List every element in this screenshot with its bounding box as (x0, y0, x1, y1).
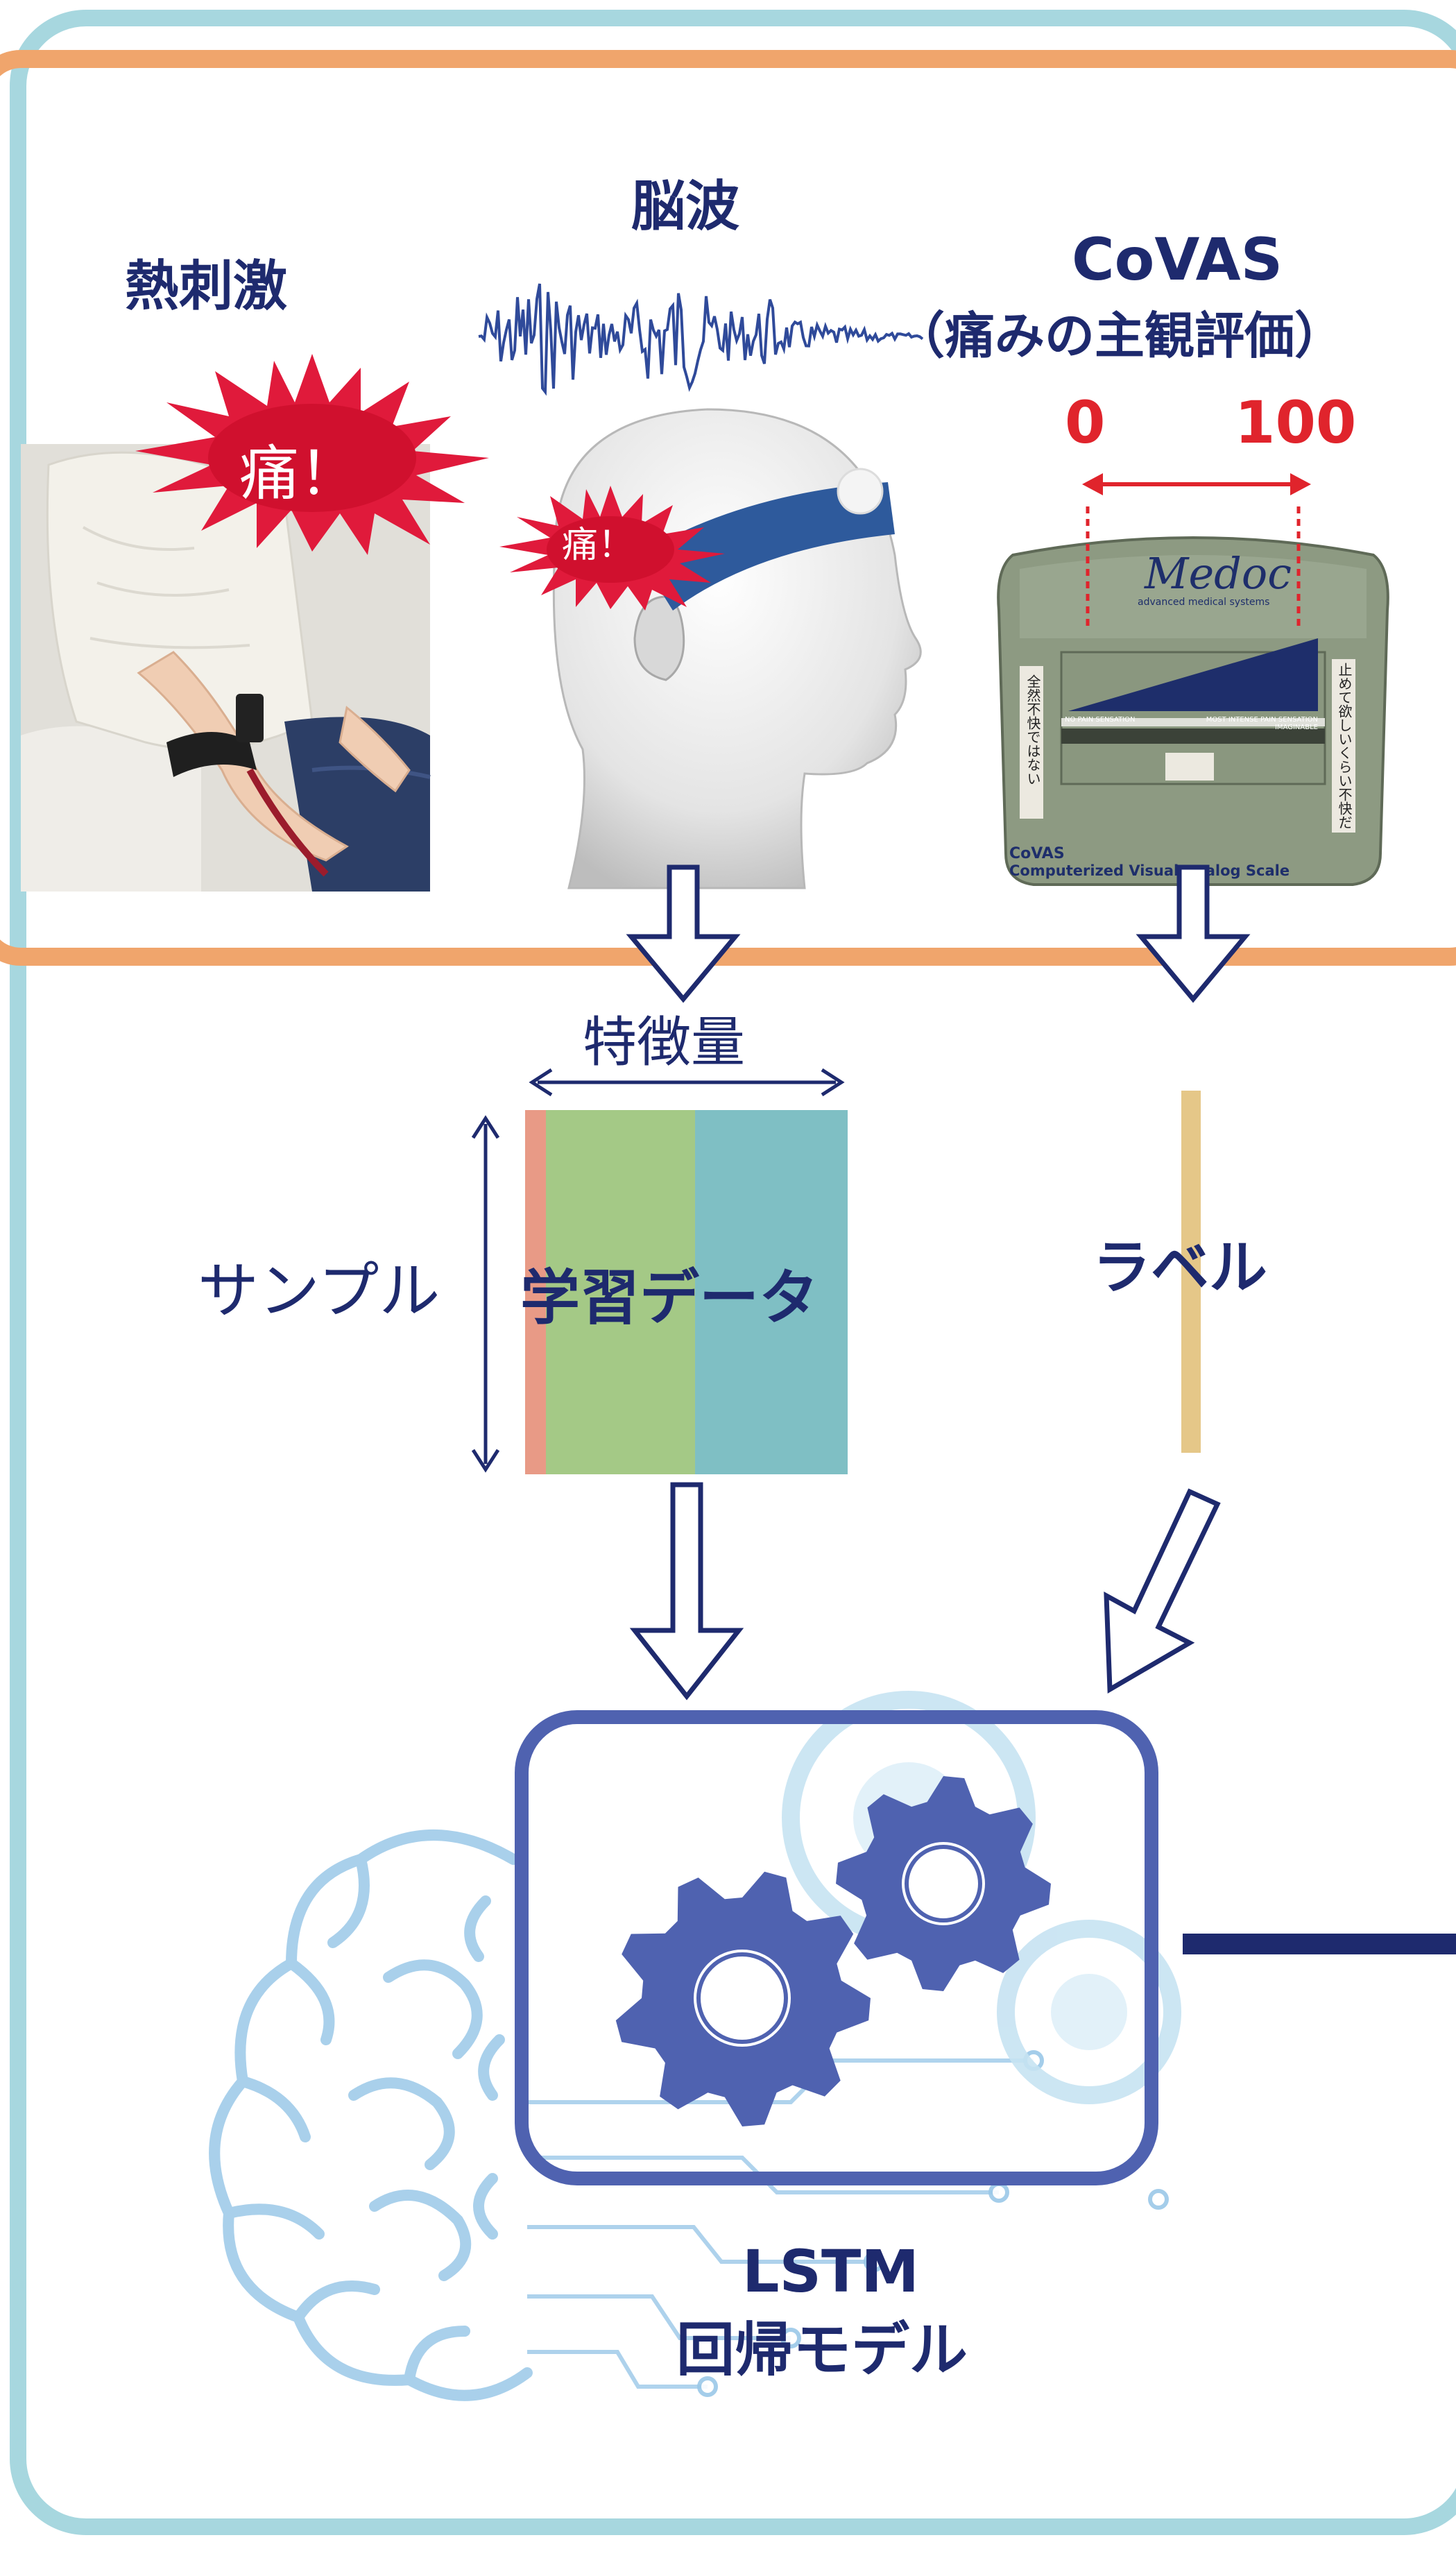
arrow-covas-to-label (1136, 864, 1251, 1003)
samples-height-arrow (471, 1115, 500, 1473)
model-box (515, 1710, 1158, 2185)
gear-large-icon (615, 1871, 871, 2126)
covas-device (997, 506, 1389, 886)
features-width-arrow (529, 1068, 845, 1097)
scale-range-arrow (1082, 473, 1311, 495)
device-left-sticker: 全然不快ではない (1025, 674, 1041, 785)
scale-min-label: 0 (1065, 389, 1106, 457)
pain-burst-large (135, 354, 489, 555)
eeg-title: 脳波 (631, 176, 740, 238)
gear-ring (694, 1950, 791, 2047)
outer-frame (10, 10, 1456, 2535)
scale-max-label: 100 (1235, 389, 1357, 457)
device-right-sticker: 止めて欲しいくらい不快だ (1336, 663, 1353, 829)
samples-label: サンプル (198, 1255, 440, 1327)
gear-hole (909, 1849, 978, 1918)
data-column-salmon (525, 1110, 546, 1474)
training-data-label: 学習データ (520, 1263, 819, 1333)
features-label: 特徴量 (583, 1012, 746, 1074)
model-name-line1: LSTM (742, 2237, 919, 2305)
label-text: ラベル (1093, 1234, 1268, 1302)
gear-hole (701, 1956, 784, 2040)
device-tagline: advanced medical systems (1138, 597, 1270, 608)
data-column-green (546, 1110, 695, 1474)
eeg-waveform (478, 283, 924, 396)
pain-burst-label: 痛！ (239, 439, 359, 509)
model-name-line2: 回帰モデル (676, 2316, 968, 2384)
device-brand: Medoc (1145, 548, 1292, 599)
label-column (1181, 1091, 1201, 1453)
data-column-teal (695, 1110, 848, 1474)
device-footer-line2: Computerized Visual Analog Scale (1009, 862, 1290, 879)
thermal-stimulus-title: 熱刺激 (125, 255, 288, 318)
gear-small-icon (836, 1776, 1051, 1991)
training-data-block (525, 1110, 848, 1474)
arrow-eeg-to-features (626, 864, 741, 1003)
covas-title: CoVAS (1072, 225, 1283, 293)
device-most-intense: MOST INTENSE PAIN SENSATION IMAGINABLE (1206, 716, 1318, 731)
gear-ring (902, 1842, 985, 1925)
model-output-line (1183, 1934, 1456, 1954)
pain-burst-small (499, 486, 725, 611)
head-with-electrode (552, 408, 922, 889)
arrow-label-to-model (1104, 1488, 1221, 1694)
pain-burst-small-label: 痛！ (562, 525, 635, 566)
arrow-data-to-model (629, 1482, 744, 1700)
device-no-pain: NO PAIN SENSATION (1065, 716, 1136, 724)
covas-subtitle: （痛みの主観評価） (895, 307, 1345, 365)
eeg-trace (478, 283, 924, 396)
device-footer-line1: CoVAS (1009, 845, 1065, 862)
